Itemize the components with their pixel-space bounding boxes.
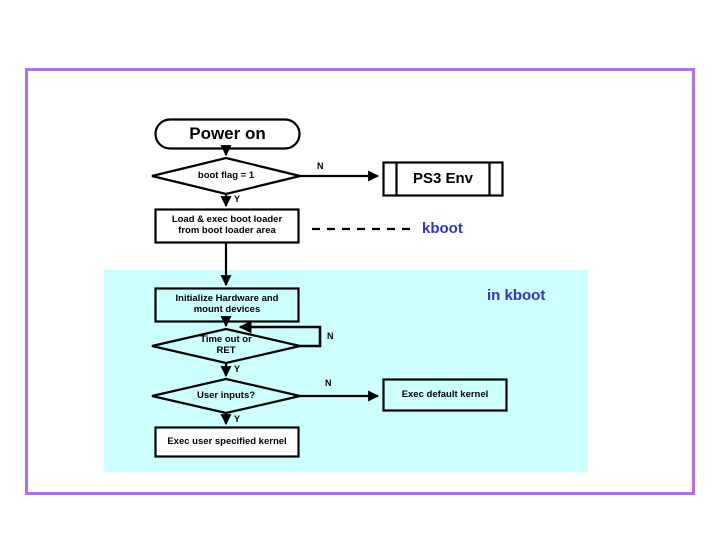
shape-ps3-env[interactable] — [382, 161, 504, 197]
branch-label-timeout-yes: Y — [234, 364, 241, 374]
shape-user-inputs-decision[interactable] — [151, 377, 301, 415]
shape-timeout-ret-decision[interactable] — [151, 327, 301, 365]
slide-frame-border — [25, 68, 695, 495]
annotation-kboot: kboot — [422, 220, 463, 237]
annotation-in-kboot: in kboot — [487, 287, 546, 304]
branch-label-bootflag-yes: Y — [234, 194, 241, 204]
shape-exec-user-specified-kernel[interactable] — [154, 426, 300, 458]
shape-initialize-hardware[interactable] — [154, 287, 300, 323]
shape-power-on[interactable] — [154, 118, 301, 150]
shape-load-exec-bootloader[interactable] — [154, 208, 300, 244]
edge-timeout-no-loop — [238, 320, 322, 348]
branch-label-timeout-no: N — [327, 331, 334, 341]
shape-boot-flag-decision[interactable] — [151, 156, 301, 196]
branch-label-bootflag-no: N — [317, 161, 324, 171]
branch-label-userinputs-yes: Y — [234, 414, 241, 424]
branch-label-userinputs-no: N — [325, 378, 332, 388]
shape-exec-default-kernel[interactable] — [382, 378, 508, 412]
